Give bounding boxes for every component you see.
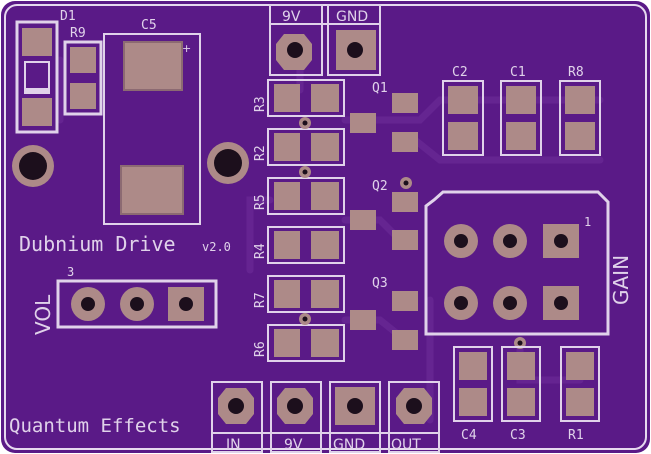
label-r1: R1	[568, 428, 584, 443]
resistor-r6	[267, 324, 345, 362]
transistor-q3	[350, 291, 418, 350]
label-bot-out: OUT	[391, 437, 421, 453]
volume-potentiometer	[56, 279, 218, 329]
label-bot-9v: 9V	[284, 437, 303, 453]
label-r9: R9	[70, 26, 86, 41]
label-r3: R3	[253, 96, 268, 112]
label-top-gnd: GND	[336, 9, 368, 25]
label-d1: D1	[60, 9, 76, 24]
connector-top	[269, 4, 381, 76]
label-top-9v: 9V	[282, 9, 301, 25]
gain-potentiometer	[424, 190, 610, 336]
label-q3: Q3	[372, 276, 388, 291]
transistor-q1	[350, 93, 418, 152]
capacitor-c4	[453, 346, 493, 422]
label-r7: R7	[253, 292, 268, 308]
label-bot-gnd: GND	[333, 437, 365, 453]
label-q2: Q2	[372, 179, 388, 194]
resistor-r8	[559, 80, 601, 156]
label-r2: R2	[253, 145, 268, 161]
mounting-hole-left	[12, 145, 54, 187]
label-c5-plus: +	[182, 42, 191, 55]
label-r5: R5	[253, 194, 268, 210]
capacitor-c3	[501, 346, 541, 422]
label-r6: R6	[253, 341, 268, 357]
resistor-r7	[267, 275, 345, 313]
capacitor-c2	[442, 80, 484, 156]
board-edge	[4, 4, 647, 450]
transistor-q2	[350, 192, 418, 250]
resistor-r9	[63, 40, 103, 116]
label-c1: C1	[510, 65, 526, 80]
mounting-hole-right	[207, 142, 249, 184]
label-vol: VOL	[31, 294, 55, 335]
brand-name: Quantum Effects	[9, 415, 181, 437]
label-gain: GAIN	[609, 255, 633, 305]
label-c4: C4	[461, 428, 477, 443]
resistor-column	[267, 79, 526, 362]
connector-bottom	[211, 381, 440, 453]
resistor-r5	[267, 177, 345, 215]
capacitor-c1	[500, 80, 542, 156]
capacitor-c5	[103, 33, 201, 225]
label-vol-pin: 3	[67, 265, 74, 279]
board-title: Dubnium Drive	[19, 232, 176, 256]
resistor-r1	[560, 346, 600, 422]
label-q1: Q1	[372, 81, 388, 96]
label-c3: C3	[510, 428, 526, 443]
diode-d1	[15, 20, 59, 134]
resistor-r4	[267, 226, 345, 264]
label-bot-in: IN	[226, 437, 241, 453]
label-r4: R4	[253, 243, 268, 259]
resistor-r2	[267, 128, 345, 166]
label-c2: C2	[452, 65, 468, 80]
label-r8: R8	[568, 65, 584, 80]
board-version: v2.0	[202, 240, 231, 254]
label-c5: C5	[141, 18, 157, 33]
label-gain-pin: 1	[584, 215, 591, 229]
resistor-r3	[267, 79, 345, 117]
